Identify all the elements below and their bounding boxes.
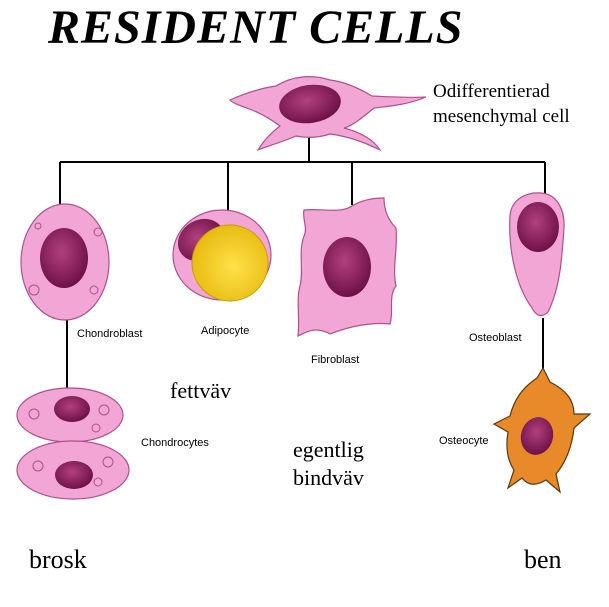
osteocyte-cell	[492, 366, 592, 494]
fibroblast-label: Fibroblast	[311, 354, 360, 366]
tissue-label-egentlig-bindvav: egentlig bindväv	[293, 436, 364, 492]
tissue-label-egentlig-line2: bindväv	[293, 465, 364, 490]
lineage-lines	[59, 136, 546, 388]
chondrocytes-cells	[16, 387, 130, 500]
tissue-label-fettvav: fettväv	[170, 378, 232, 403]
osteoblast-label: Osteoblast	[469, 332, 522, 344]
page-title: RESIDENT CELLS	[48, 1, 464, 54]
fibroblast-cell	[297, 197, 398, 338]
adipocyte-cell	[172, 209, 272, 302]
chondroblast-cell	[20, 203, 110, 321]
chondrocytes-label: Chondrocytes	[141, 437, 209, 449]
mesenchymal-cell	[228, 76, 427, 152]
chondroblast-label: Chondroblast	[77, 328, 143, 340]
progenitor-label-line2: mesenchymal cell	[433, 106, 570, 127]
osteoblast-cell	[509, 192, 565, 317]
adipocyte-label: Adipocyte	[201, 325, 250, 337]
osteocyte-label: Osteocyte	[439, 435, 489, 447]
progenitor-label: Odifferentierad mesenchymal cell	[433, 79, 570, 129]
tissue-label-brosk: brosk	[29, 545, 87, 574]
tissue-label-ben: ben	[524, 545, 562, 574]
progenitor-label-line1: Odifferentierad	[433, 81, 550, 102]
tissue-label-egentlig-line1: egentlig	[293, 437, 364, 462]
